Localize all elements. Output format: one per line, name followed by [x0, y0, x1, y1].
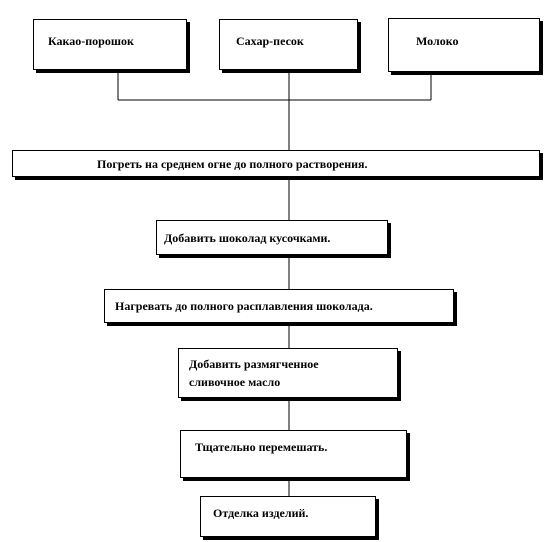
step-label-5: Тщательно перемешать.	[195, 440, 328, 454]
step-label-3: Нагревать до полного расплавления шокола…	[115, 299, 373, 313]
step-label-4-line-1: Добавить размягченное	[189, 357, 319, 371]
step-label-2: Добавить шоколад кусочками.	[164, 231, 331, 245]
step-box-1: Погреть на среднем огне до полного раств…	[12, 150, 540, 177]
step-box-3: Нагревать до полного расплавления шокола…	[104, 289, 454, 323]
step-box-2: Добавить шоколад кусочками.	[156, 220, 388, 255]
step-box-5: Тщательно перемешать.	[180, 430, 407, 478]
step-label-1: Погреть на среднем огне до полного раств…	[97, 157, 368, 171]
step-box-4: Добавить размягченное сливочное масло	[178, 348, 398, 398]
ingredient-label-milk: Молоко	[416, 34, 459, 48]
ingredient-label-cocoa: Какао-порошок	[48, 34, 134, 48]
ingredient-box-milk: Молоко	[388, 18, 540, 72]
step-box-6: Отделка изделий.	[200, 496, 376, 537]
ingredient-label-sugar: Сахар-песок	[236, 34, 304, 48]
step-label-6: Отделка изделий.	[213, 506, 309, 520]
ingredient-box-sugar: Сахар-песок	[219, 19, 358, 70]
step-label-4-line-2: сливочное масло	[189, 375, 281, 389]
ingredient-box-cocoa: Какао-порошок	[33, 19, 187, 70]
